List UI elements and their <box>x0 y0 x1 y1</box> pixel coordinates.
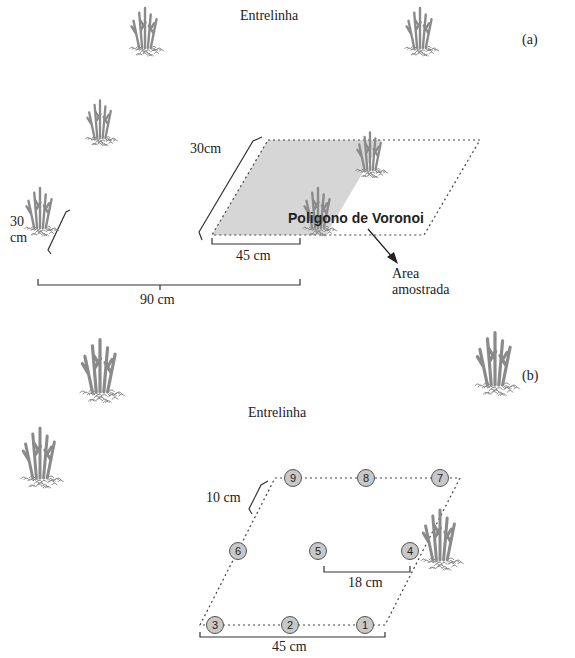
callout-number: 5 <box>315 546 321 557</box>
dimension-label: 10 cm <box>206 490 241 506</box>
dimension-label: 45 cm <box>272 639 307 655</box>
plant <box>475 333 520 396</box>
plant <box>355 133 387 178</box>
callout-number: 8 <box>363 473 369 484</box>
plant <box>130 8 165 56</box>
voronoi-polygon <box>200 478 460 625</box>
sample-point: 2 <box>281 616 299 634</box>
plant <box>405 8 440 56</box>
callout-number: 3 <box>212 620 218 631</box>
callout-number: 2 <box>287 620 293 631</box>
sample-point: 8 <box>357 469 375 487</box>
dimension-bracket <box>249 481 268 514</box>
dimension-bracket <box>212 238 300 244</box>
sample-point: 7 <box>431 469 449 487</box>
callout-number: 7 <box>437 473 443 484</box>
sample-point: 9 <box>284 469 302 487</box>
plant <box>85 101 117 146</box>
dimension-label: 90 cm <box>140 292 175 308</box>
dimension-label: 30 cm <box>10 214 40 246</box>
dimension-label: 18 cm <box>348 575 383 591</box>
callout-label: Area amostrada <box>392 266 464 298</box>
callout-number: 6 <box>235 546 241 557</box>
sample-point: 4 <box>401 542 419 560</box>
leader-arrow <box>368 229 393 258</box>
dimension-bracket <box>324 566 410 572</box>
callout-number: 9 <box>290 473 296 484</box>
row-label: Entrelinha <box>248 405 306 421</box>
dimension-label: 45 cm <box>236 248 271 264</box>
dimension-label: 30cm <box>190 141 221 157</box>
panel-label: (a) <box>522 32 538 48</box>
sample-point: 1 <box>356 616 374 634</box>
sample-point: 3 <box>206 616 224 634</box>
voronoi-polygon <box>212 140 480 235</box>
arrow-head <box>387 252 398 264</box>
callout-number: 1 <box>362 620 368 631</box>
plants <box>21 8 520 570</box>
plant <box>80 340 125 403</box>
sample-point: 6 <box>229 542 247 560</box>
polygon-label: Poligono de Voronoi <box>288 210 424 226</box>
plant <box>421 510 464 570</box>
sample-point: 5 <box>309 542 327 560</box>
row-label: Entrelinha <box>240 8 298 24</box>
dimension-bracket <box>38 279 300 290</box>
plant <box>25 188 60 236</box>
panel-label: (b) <box>522 368 538 384</box>
plant <box>21 428 64 488</box>
callout-number: 4 <box>407 546 413 557</box>
